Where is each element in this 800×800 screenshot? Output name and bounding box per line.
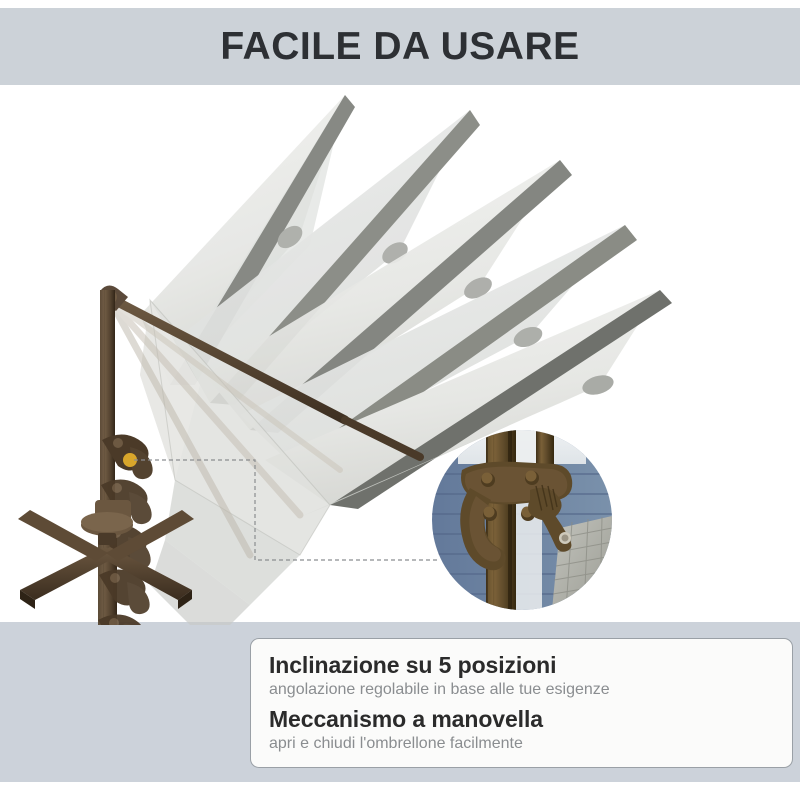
- crank-handle-4: [99, 569, 150, 615]
- detail-inset-circle: [432, 430, 612, 610]
- feature-sub-tilt: angolazione regolabile in base alle tue …: [269, 681, 610, 699]
- crank-handle-shape: [528, 484, 572, 552]
- feature-card: Inclinazione su 5 posizioni angolazione …: [250, 638, 793, 768]
- feature-heading-tilt: Inclinazione su 5 posizioni: [269, 652, 557, 678]
- page-title: FACILE DA USARE: [220, 24, 580, 68]
- canopy-position-4: [240, 225, 637, 467]
- canopy-position-3: [205, 160, 572, 433]
- crank-handle-5: [98, 614, 142, 625]
- feature-block-crank: Meccanismo a manovella apri e chiudi l'o…: [269, 706, 792, 755]
- feature-heading-crank: Meccanismo a manovella: [269, 705, 543, 732]
- callout-marker-dot: [123, 453, 137, 467]
- header-band: [0, 8, 800, 85]
- feature-sub-crank: apri e chiudi l'ombrellone facilmente: [269, 734, 523, 752]
- feature-block-tilt: Inclinazione su 5 posizioni angolazione …: [269, 652, 792, 701]
- cantilever-arm: [103, 292, 424, 461]
- product-illustration: [0, 85, 800, 625]
